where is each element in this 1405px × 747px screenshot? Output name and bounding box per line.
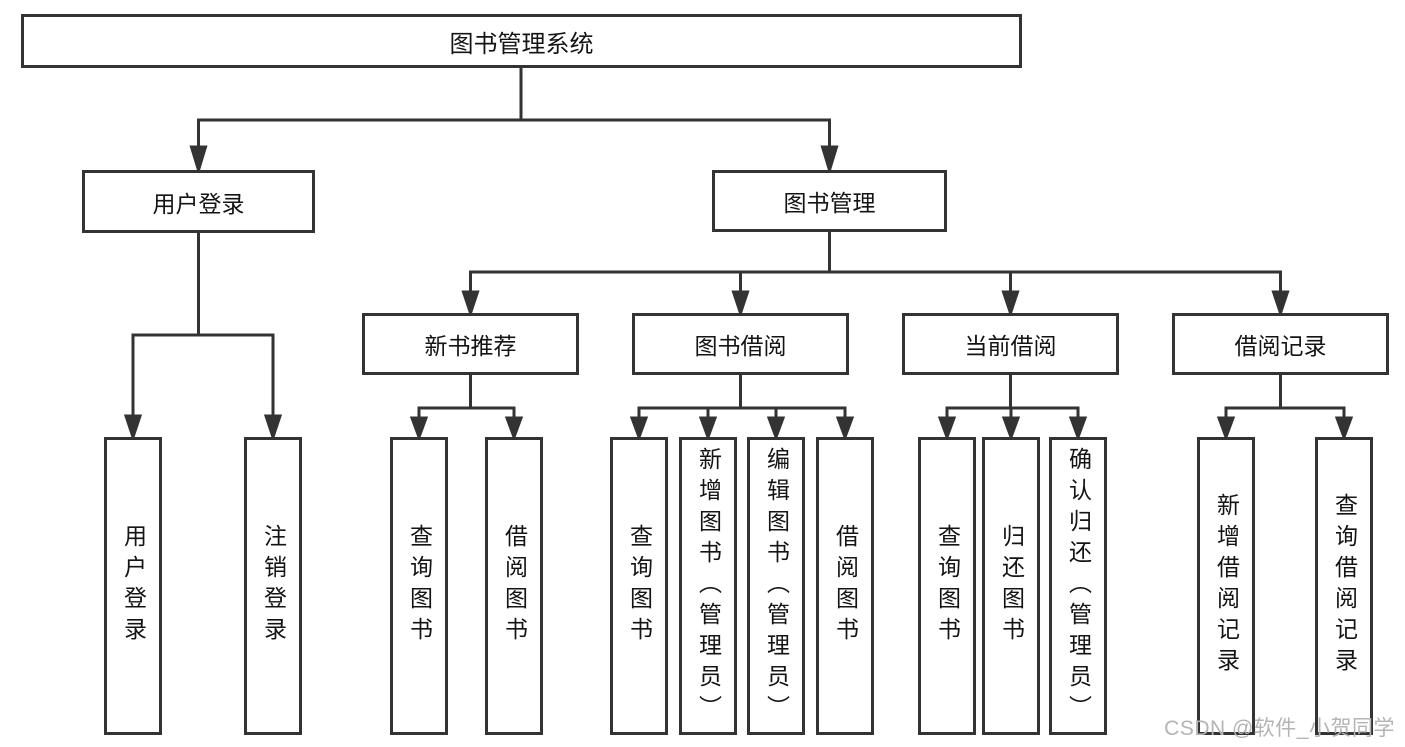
leaf-bb-add-books-admin: 新增图书（管理员） (679, 437, 737, 735)
arrowhead (409, 416, 429, 442)
leaf-bb-borrow-books: 借阅图书 (816, 437, 874, 735)
leaf-cb-return-books: 归还图书 (982, 437, 1040, 735)
node-current-borrowing: 当前借阅 (902, 313, 1119, 375)
node-user-login: 用户登录 (82, 170, 315, 233)
leaf-logout: 注销登录 (244, 437, 302, 735)
connector-current-borrow-to-leaves (937, 375, 1088, 442)
node-book-borrowing: 图书借阅 (632, 313, 849, 375)
arrowhead (1001, 290, 1020, 318)
arrowhead (766, 416, 786, 442)
arrowhead (1216, 416, 1236, 442)
node-book-management: 图书管理 (712, 170, 947, 232)
leaf-cb-confirm-return-admin: 确认归还（管理员） (1049, 437, 1107, 735)
arrowhead (835, 416, 855, 442)
arrowhead (820, 145, 839, 176)
connector-book-borrow-to-leaves (629, 375, 855, 442)
leaf-nbr-borrow-books: 借阅图书 (485, 437, 543, 735)
leaf-bb-query-books: 查询图书 (610, 437, 668, 735)
arrowhead (698, 416, 718, 442)
arrowhead (1001, 416, 1021, 442)
arrowhead (123, 414, 143, 442)
leaf-bb-edit-books-admin: 编辑图书（管理员） (747, 437, 805, 735)
connector-new-book-rec-to-leaves (409, 375, 524, 442)
leaf-user-login: 用户登录 (104, 437, 162, 735)
leaf-br-add-record: 新增借阅记录 (1197, 437, 1255, 735)
arrowhead (731, 290, 750, 318)
arrowhead (1271, 290, 1290, 318)
connector-book-mgmt-to-level3 (461, 232, 1290, 318)
node-root-library-system: 图书管理系统 (21, 14, 1022, 68)
arrowhead (1068, 416, 1088, 442)
arrowhead (629, 416, 649, 442)
leaf-br-query-record: 查询借阅记录 (1315, 437, 1373, 735)
arrowhead (189, 145, 208, 176)
arrowhead (1334, 416, 1354, 442)
connector-user-login-to-leaves (123, 233, 283, 442)
connector-borrow-record-to-leaves (1216, 375, 1354, 442)
arrowhead (263, 414, 283, 442)
node-new-book-recommend: 新书推荐 (362, 313, 579, 375)
watermark-text: CSDN @软件_小贺同学 (1164, 717, 1395, 740)
leaf-cb-query-books: 查询图书 (918, 437, 976, 735)
node-borrowing-records: 借阅记录 (1172, 313, 1389, 375)
arrowhead (461, 290, 480, 318)
arrowhead (504, 416, 524, 442)
connector-root-to-level2 (189, 68, 839, 176)
arrowhead (937, 416, 957, 442)
leaf-nbr-query-books: 查询图书 (390, 437, 448, 735)
